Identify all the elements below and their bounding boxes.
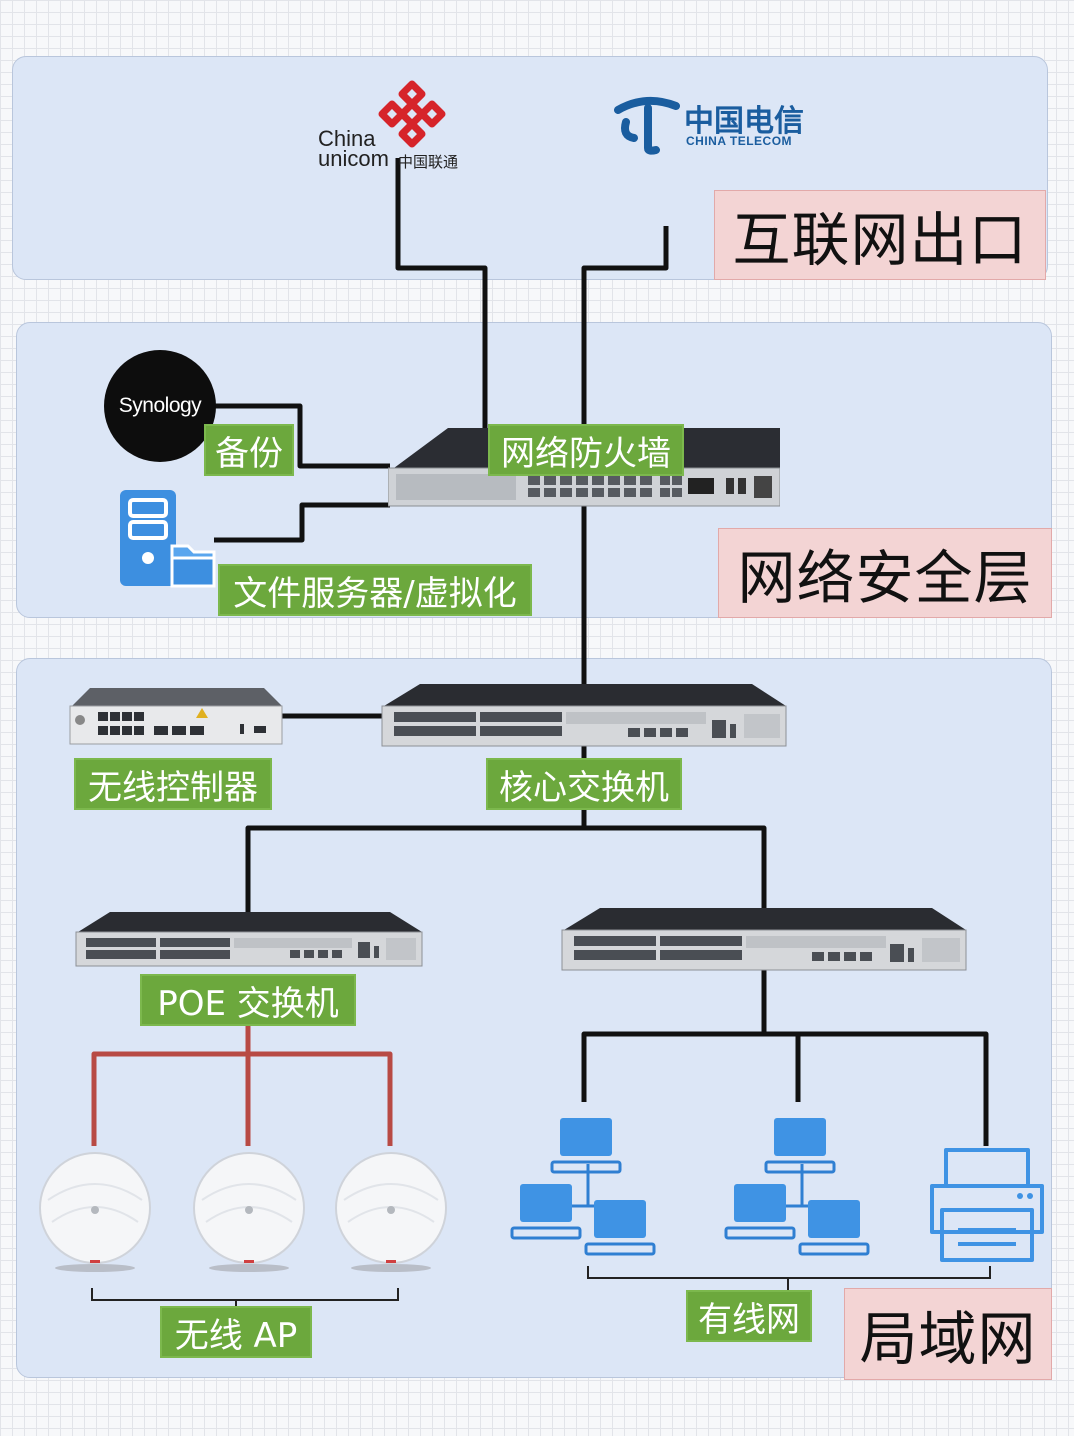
computer-group-1-icon	[508, 1114, 662, 1260]
backup-label: 备份	[204, 424, 294, 476]
computer-group-2-icon	[722, 1114, 876, 1260]
bracket-ap	[91, 1288, 399, 1301]
core-switch-label: 核心交换机	[486, 758, 682, 810]
wireless-controller-label: 无线控制器	[74, 758, 272, 810]
synology-nas-icon: Synology	[104, 350, 216, 462]
nas-brand: Synology	[118, 394, 202, 417]
wire-poe-ap1	[91, 1051, 248, 1146]
wire-nas-firewall	[214, 403, 390, 469]
file-server-icon	[116, 488, 216, 588]
firewall-label: 网络防火墙	[488, 424, 684, 476]
china-telecom-logo: 中国电信 CHINA TELECOM	[612, 92, 812, 158]
printer-icon	[928, 1146, 1048, 1266]
lan-tag: 局域网	[844, 1288, 1052, 1380]
wire-access-printer	[764, 1031, 989, 1146]
wire-access-pc1	[581, 1031, 764, 1102]
wire-telecom-firewall	[581, 226, 669, 432]
poe-switch-label: POE 交换机	[140, 974, 356, 1026]
wireless-ap-3	[334, 1148, 448, 1272]
wired-network-label: 有线网	[686, 1290, 812, 1342]
wire-poe-ap3	[248, 1051, 393, 1146]
file-server-label: 文件服务器/虚拟化	[218, 564, 532, 616]
telecom-cn: 中国电信	[684, 104, 804, 139]
core-switch-device	[380, 684, 788, 748]
unicom-en-line2: unicom	[318, 146, 389, 171]
wireless-controller-device	[68, 688, 284, 746]
bracket-wired	[587, 1266, 991, 1279]
china-unicom-logo: China unicom 中国联通	[316, 78, 476, 171]
internet-exit-tag: 互联网出口	[714, 190, 1046, 280]
wire-fileserver-firewall	[214, 502, 390, 543]
wireless-ap-label: 无线 AP	[160, 1306, 312, 1358]
access-switch-device	[560, 908, 968, 972]
unicom-en-line1: China	[318, 126, 376, 151]
wire-access-pc2	[764, 1031, 801, 1102]
telecom-en: CHINA TELECOM	[686, 134, 793, 148]
wire-core-poe	[245, 825, 584, 914]
poe-switch-device	[74, 912, 424, 968]
wire-unicom-firewall	[395, 158, 488, 432]
unicom-cn: 中国联通	[398, 153, 459, 171]
wireless-ap-2	[192, 1148, 306, 1272]
security-layer-tag: 网络安全层	[718, 528, 1052, 618]
wire-core-access	[584, 825, 767, 910]
wireless-ap-1	[38, 1148, 152, 1272]
